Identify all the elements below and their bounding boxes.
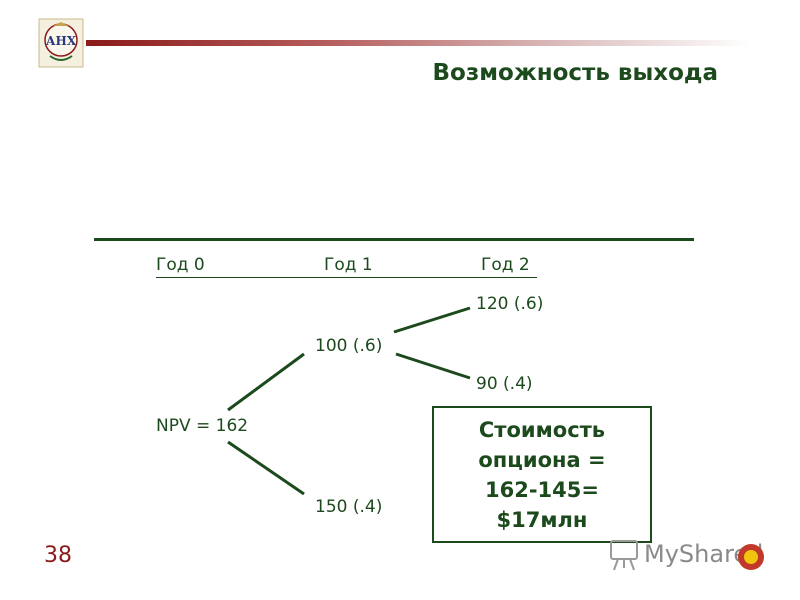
year2-down-node-label: 90 (.4) bbox=[476, 374, 533, 394]
slide-title: Возможность выхода bbox=[432, 60, 718, 86]
root-node-label: NPV = 162 bbox=[156, 416, 249, 436]
option-value-text: Стоимость опциона = 162-145= $17млн bbox=[478, 417, 606, 532]
title-rule bbox=[94, 238, 694, 241]
year1-down-node-label: 150 (.4) bbox=[315, 497, 383, 517]
presentation-icon bbox=[610, 540, 638, 571]
year2-up-node-label: 120 (.6) bbox=[476, 294, 544, 314]
option-value-box: Стоимость опциона = 162-145= $17млн bbox=[432, 406, 652, 543]
timeline-header: Год 0 Год 1 Год 2 bbox=[156, 255, 537, 278]
year1-up-node-label: 100 (.6) bbox=[315, 336, 383, 356]
year-1-label: Год 1 bbox=[324, 255, 373, 275]
branch-root-down bbox=[227, 440, 305, 496]
watermark: MyShared bbox=[608, 536, 768, 572]
watermark-badge-icon bbox=[738, 544, 764, 570]
branch-root-up bbox=[227, 352, 305, 412]
year-0-label: Год 0 bbox=[156, 255, 205, 275]
logo-text: АНХ bbox=[46, 34, 77, 48]
branch-up-down bbox=[395, 352, 471, 380]
branch-up-up bbox=[393, 306, 471, 334]
organization-logo: АНХ bbox=[38, 18, 84, 68]
page-number: 38 bbox=[44, 543, 72, 568]
header-divider bbox=[86, 40, 750, 46]
year-2-label: Год 2 bbox=[481, 255, 530, 275]
